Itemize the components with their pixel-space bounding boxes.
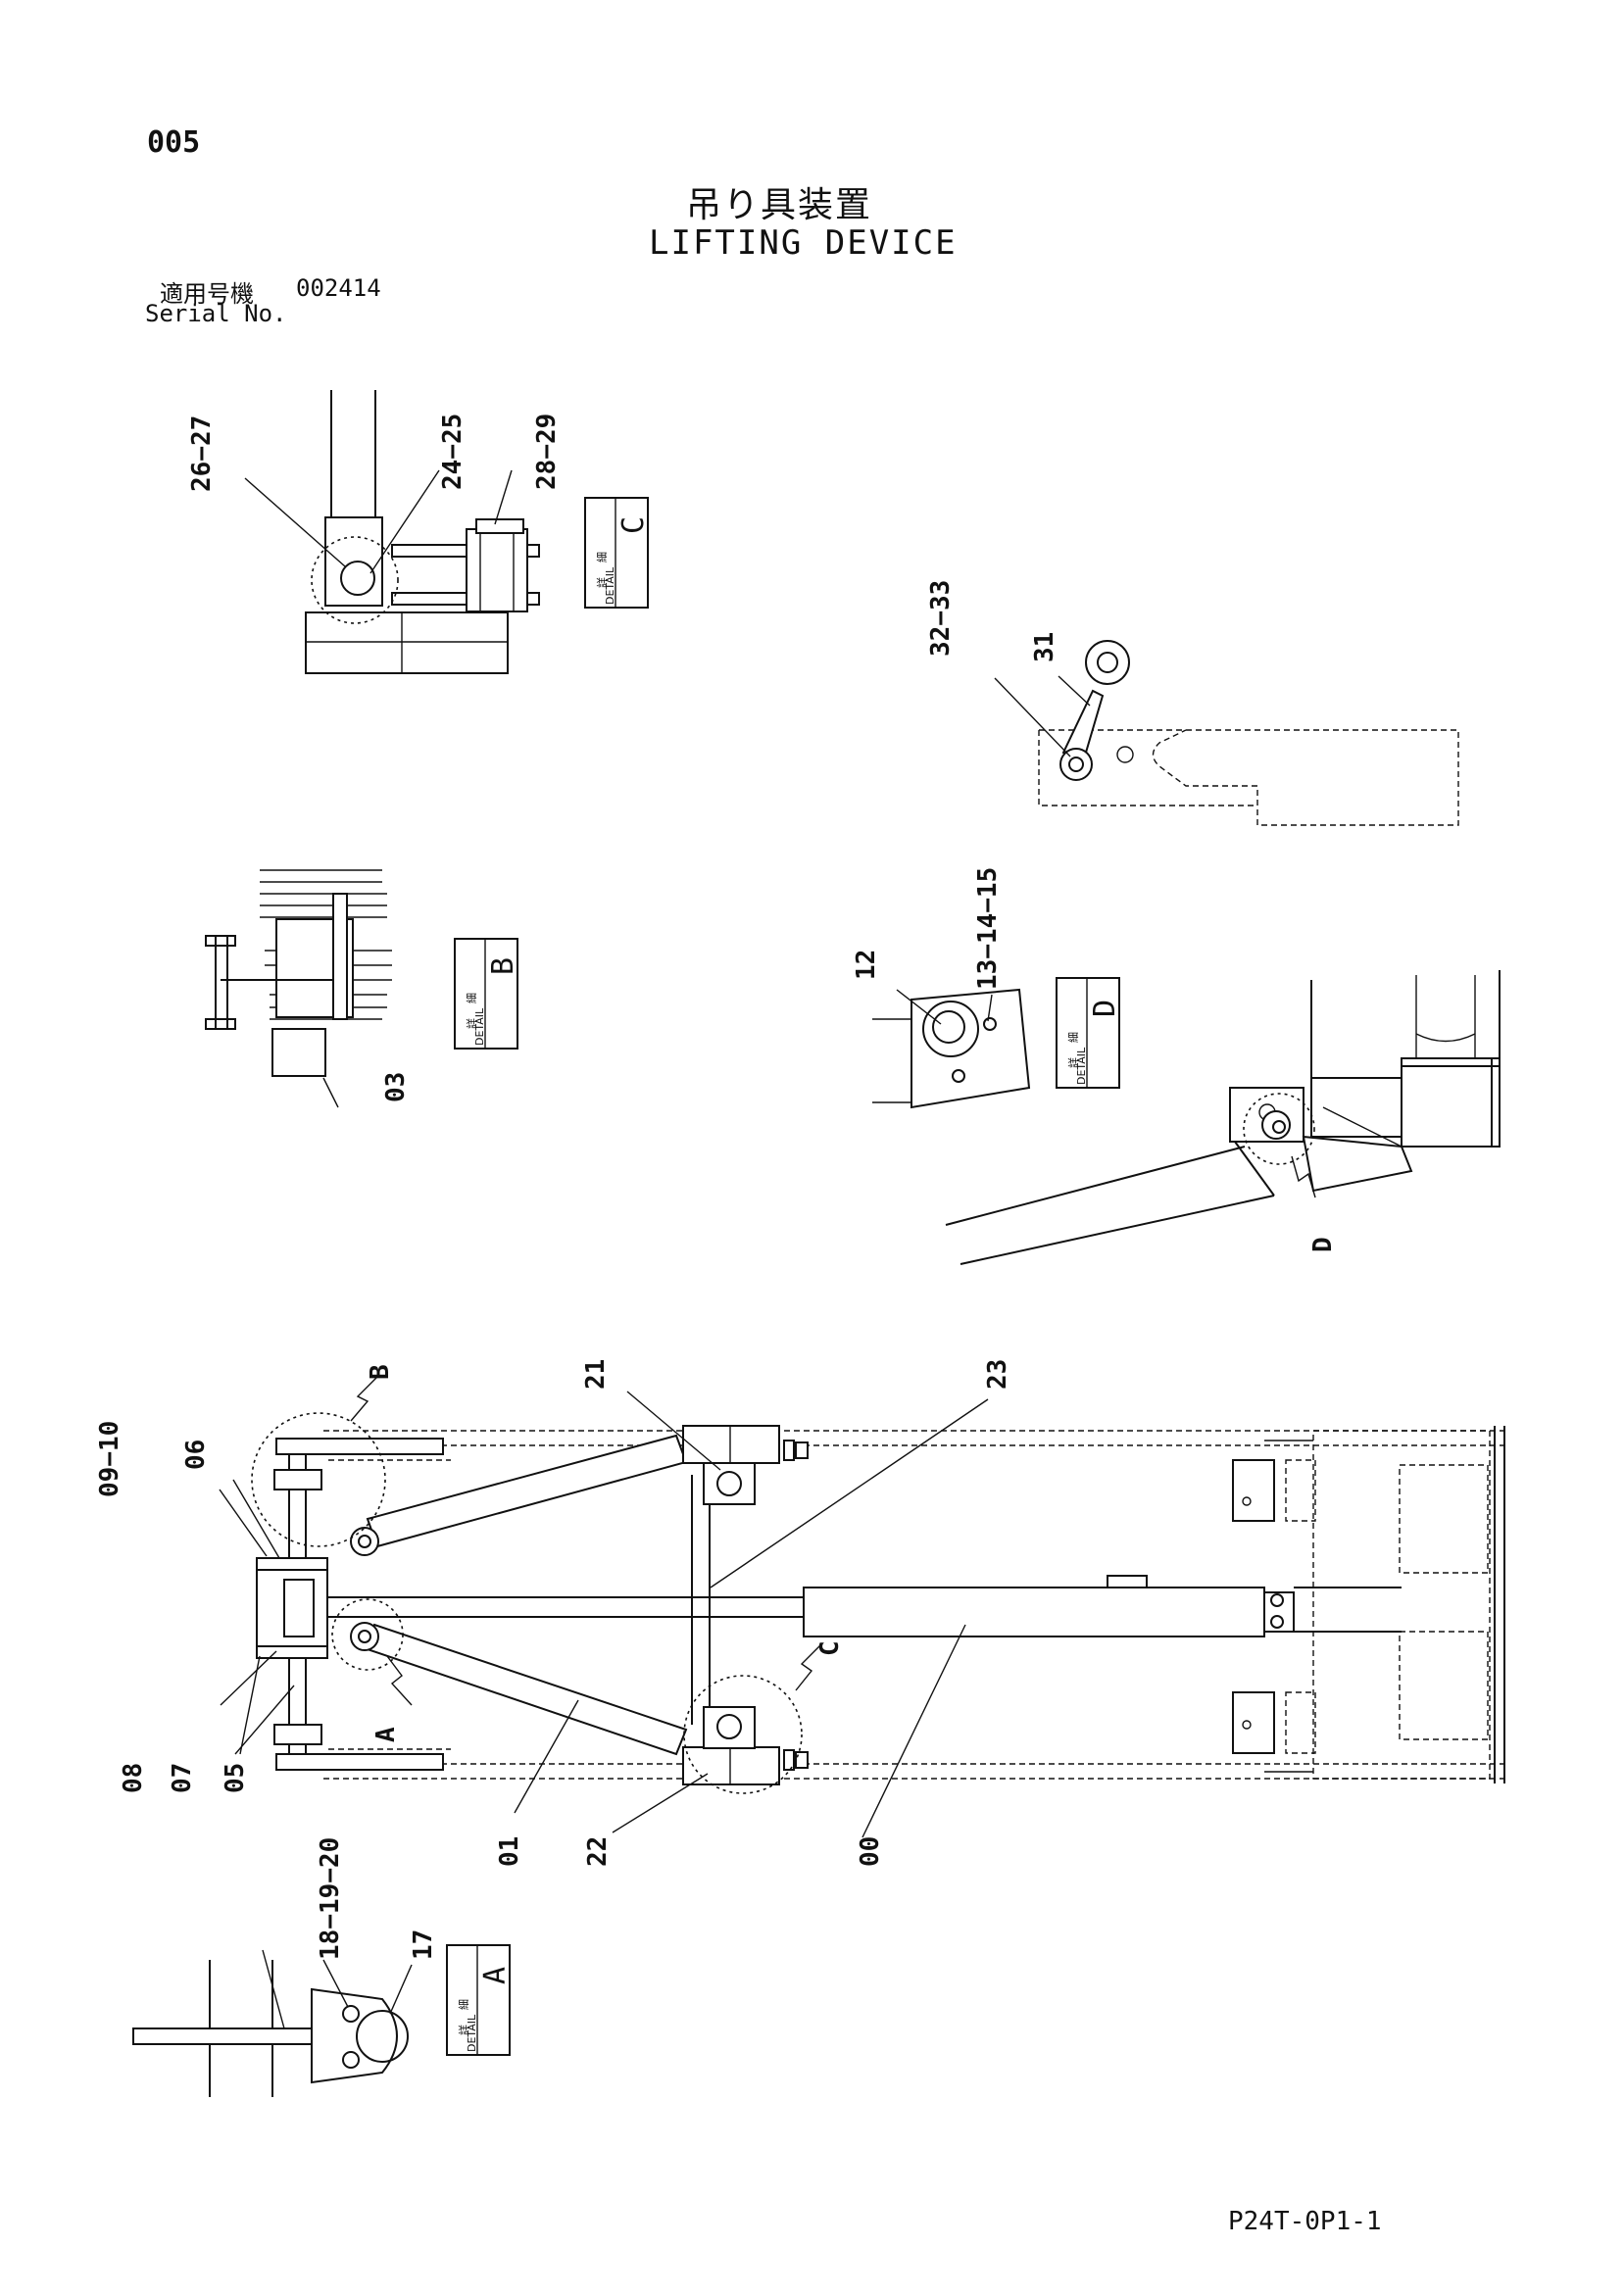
title-english: LIFTING DEVICE <box>649 223 958 263</box>
detail-letter-b: B <box>486 957 520 975</box>
detail-word: DETAIL <box>473 1007 486 1046</box>
detail-box-c: 詳 細 DETAIL C <box>584 497 651 609</box>
detail-box-d: 詳 細 DETAIL D <box>1056 977 1122 1089</box>
document-code: P24T-0P1-1 <box>1228 2207 1382 2236</box>
detail-letter-c: C <box>616 516 651 534</box>
page-number: 005 <box>147 125 201 160</box>
label-01: 01 <box>495 1836 524 1867</box>
detail-kanji-1: 詳 <box>1066 1057 1080 1068</box>
label-28-29: 28−29 <box>532 414 562 490</box>
label-18-19-20: 18−19−20 <box>316 1837 345 1960</box>
label-31: 31 <box>1030 632 1059 662</box>
detail-kanji-1: 詳 <box>457 2025 470 2035</box>
label-22: 22 <box>583 1836 613 1867</box>
label-24-25: 24−25 <box>438 414 468 490</box>
label-13-14-15: 13−14−15 <box>973 867 1003 990</box>
detail-kanji-2: 細 <box>458 1999 470 2010</box>
label-00: 00 <box>856 1836 885 1867</box>
label-12: 12 <box>852 950 881 980</box>
detail-box-a: 詳 細 DETAIL A <box>446 1944 513 2056</box>
detail-kanji-1: 詳 <box>465 1018 478 1029</box>
label-07: 07 <box>168 1763 197 1793</box>
label-32-33: 32−33 <box>926 580 956 657</box>
serial-label-japanese: 適用号機 <box>160 280 254 308</box>
label-09-10: 09−10 <box>95 1421 124 1497</box>
view-arrow-letter-c: C <box>815 1640 845 1656</box>
label-06: 06 <box>181 1440 211 1470</box>
label-26-27: 26−27 <box>187 415 217 492</box>
label-05: 05 <box>221 1763 250 1793</box>
detail-c-view <box>244 390 540 674</box>
detail-letter-d: D <box>1088 1000 1122 1017</box>
detail-b-view <box>205 869 392 1108</box>
label-23: 23 <box>983 1359 1012 1390</box>
label-08: 08 <box>119 1763 148 1793</box>
detail-part-31-view <box>994 640 1459 826</box>
detail-word: DETAIL <box>466 2014 478 2052</box>
detail-kanji-2: 細 <box>596 552 609 562</box>
detail-kanji-1: 詳 <box>595 577 609 588</box>
detail-word: DETAIL <box>1075 1047 1088 1085</box>
detail-kanji-2: 細 <box>466 993 478 1003</box>
detail-a-view <box>132 1949 413 2097</box>
title-japanese: 吊り具装置 <box>686 185 873 225</box>
detail-box-b: 詳 細 DETAIL B <box>454 938 520 1050</box>
serial-number-value: 002414 <box>296 274 381 302</box>
view-arrow-letter-b: B <box>366 1364 395 1380</box>
detail-kanji-2: 細 <box>1067 1032 1080 1043</box>
view-arrow-letter-d: D <box>1308 1237 1338 1252</box>
detail-d-view <box>872 988 1031 1109</box>
label-21: 21 <box>581 1359 611 1390</box>
label-03: 03 <box>381 1072 411 1102</box>
detail-word: DETAIL <box>604 566 616 605</box>
boom-tip-view <box>945 970 1501 1265</box>
view-arrow-letter-a: A <box>371 1727 401 1742</box>
serial-label-english: Serial No. <box>145 300 287 327</box>
main-assembly-view <box>219 1376 1509 1838</box>
detail-letter-a: A <box>478 1967 513 1984</box>
label-17: 17 <box>409 1930 438 1960</box>
